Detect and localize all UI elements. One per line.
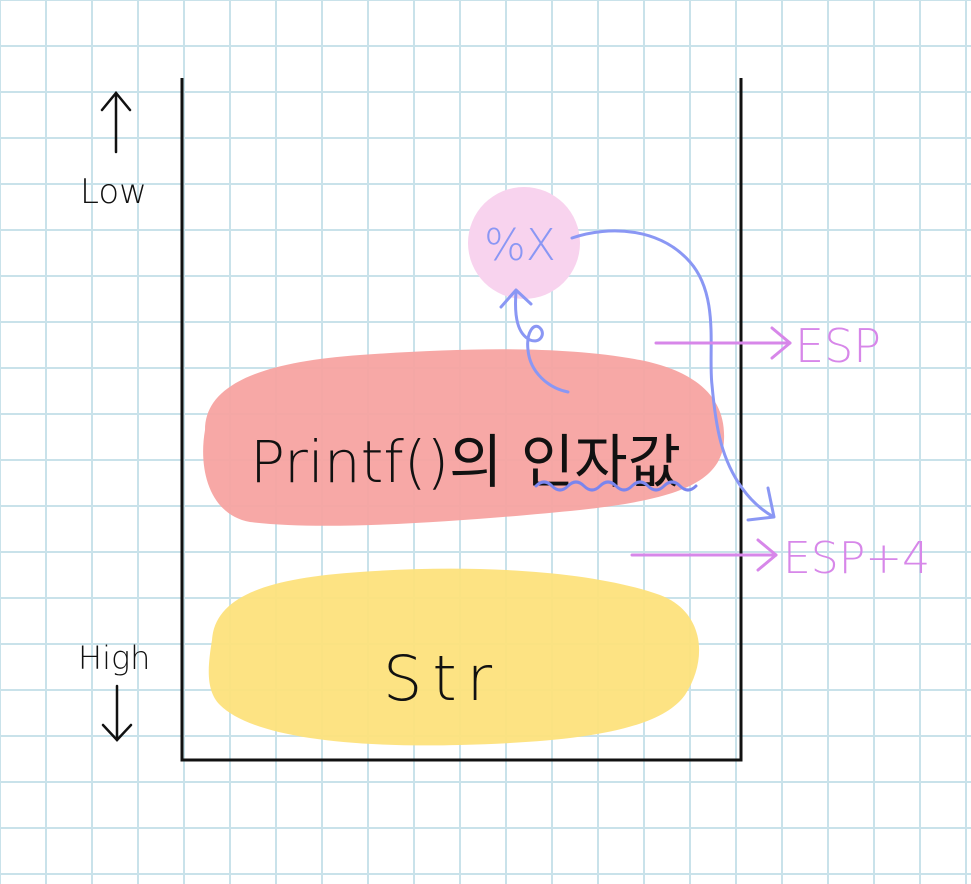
high-label: High	[78, 639, 150, 677]
squiggle-underline	[534, 480, 698, 492]
str-label: Str	[383, 642, 502, 715]
stack-outline	[180, 78, 743, 762]
blue-up-arrow	[499, 288, 570, 394]
esp-plus-4-arrow	[630, 538, 778, 572]
esp-plus-4-label: ESP+4	[783, 533, 930, 584]
printf-args-block	[203, 349, 725, 526]
printf-args-label: Printf()의 인자값	[250, 428, 681, 496]
down-arrow-icon	[101, 684, 133, 742]
format-spec-label: %X	[484, 220, 556, 271]
str-block	[208, 568, 700, 746]
up-arrow-icon	[100, 91, 132, 154]
esp-label: ESP	[795, 319, 881, 373]
format-spec-bubble	[468, 187, 580, 299]
low-label: Low	[80, 172, 147, 212]
esp-arrow	[654, 326, 792, 360]
blue-curve-arrow	[570, 229, 776, 522]
